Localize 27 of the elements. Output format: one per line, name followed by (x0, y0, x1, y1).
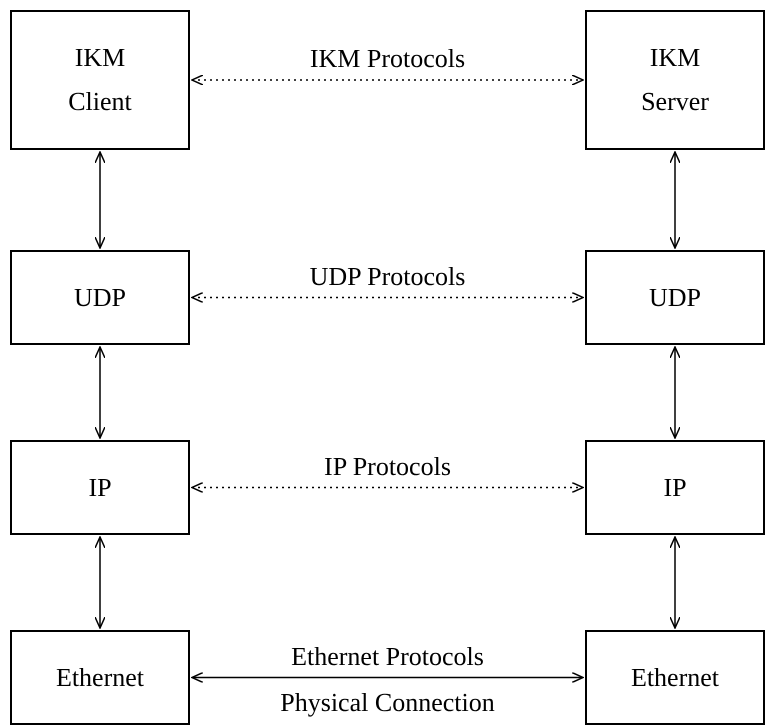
layer-box (10, 440, 190, 535)
double-arrow (191, 292, 584, 304)
double-arrow (669, 151, 681, 249)
layer-box (585, 630, 765, 725)
layer-box (585, 440, 765, 535)
double-arrow (191, 672, 584, 684)
layer-name: IKM Client (67, 42, 133, 118)
double-arrow (669, 536, 681, 629)
layer-name: Ethernet (56, 662, 144, 694)
layer-name: UDP (648, 282, 701, 314)
layer-name: IKM Server (640, 42, 710, 118)
double-arrow (94, 151, 106, 249)
layer-box (585, 10, 765, 150)
double-arrow (669, 346, 681, 439)
layer-name: IP (88, 472, 112, 504)
double-arrow (191, 74, 584, 86)
layer-box (10, 630, 190, 725)
connection-label: Physical Connection (279, 688, 496, 718)
layer-box (10, 10, 190, 150)
layer-name: IP (663, 472, 687, 504)
layer-box (10, 250, 190, 345)
double-arrow (94, 536, 106, 629)
layer-name: UDP (74, 282, 126, 314)
double-arrow (191, 482, 584, 494)
layer-box (585, 250, 765, 345)
layer-name: Ethernet (630, 662, 720, 694)
double-arrow (94, 346, 106, 439)
